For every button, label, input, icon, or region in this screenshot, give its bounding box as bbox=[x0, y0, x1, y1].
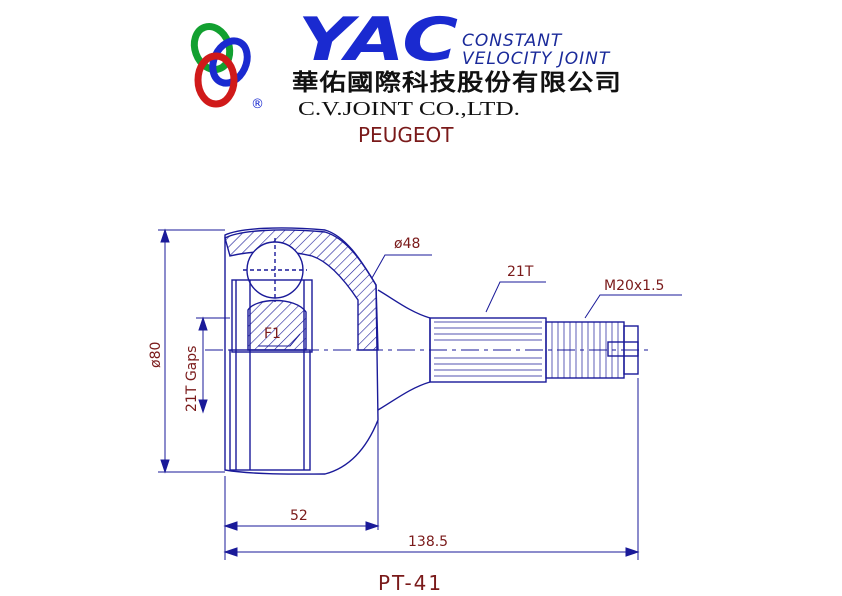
dim-thread: M20x1.5 bbox=[604, 278, 664, 294]
company-name-chinese: 華佑國際科技股份有限公司 bbox=[292, 69, 622, 96]
cv-joint-drawing bbox=[205, 227, 652, 475]
dim-bell-diameter: ø48 bbox=[394, 236, 420, 252]
dim-abs-gaps: 21T Gaps bbox=[184, 346, 200, 412]
part-number: PT-41 bbox=[378, 571, 443, 595]
logo-letters: YAC bbox=[298, 5, 458, 75]
registered-mark: ® bbox=[251, 97, 264, 112]
dim-bell-length: 52 bbox=[290, 508, 308, 524]
dim-feature-f1: F1 bbox=[264, 326, 281, 342]
dimension-lines bbox=[158, 228, 682, 560]
inner-race-hatched bbox=[247, 299, 307, 351]
tagline-constant: CONSTANT bbox=[462, 31, 563, 51]
tagline-velocity-joint: VELOCITY JOINT bbox=[462, 49, 611, 69]
dim-total-length: 138.5 bbox=[408, 534, 448, 550]
dim-outer-diameter: ø80 bbox=[148, 342, 164, 368]
spline-teeth bbox=[434, 321, 542, 377]
company-name-english: C.V.JOINT CO.,LTD. bbox=[298, 98, 520, 120]
company-logo: ® YAC bbox=[190, 5, 458, 112]
vehicle-make: PEUGEOT bbox=[358, 123, 454, 147]
dim-spline-count: 21T bbox=[507, 264, 534, 280]
logo-rings-icon bbox=[190, 23, 251, 108]
